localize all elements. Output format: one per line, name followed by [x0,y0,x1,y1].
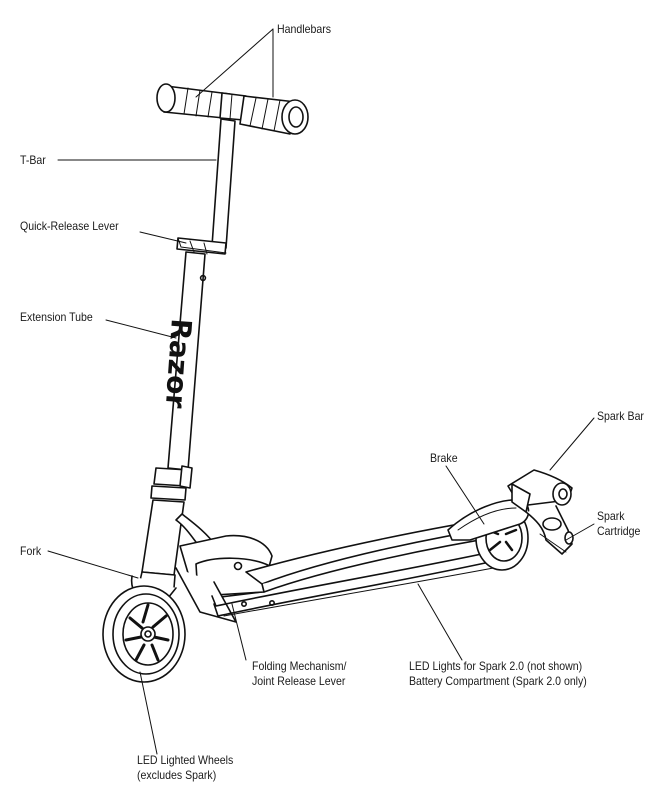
label-spark-cartridge-line1: Spark [597,509,625,523]
label-quick-release-text: Quick-Release Lever [20,219,119,233]
label-led-lights-line1: LED Lights for Spark 2.0 (not shown) [409,659,583,673]
label-extension-tube-text: Extension Tube [20,310,93,324]
t-bar-drawing [211,118,236,249]
label-brake-text: Brake [430,451,458,465]
svg-text:Razor: Razor [159,318,198,410]
label-handlebars: Handlebars [277,22,331,37]
extension-tube-drawing: Razor [159,251,207,471]
label-extension-tube: Extension Tube [20,310,93,325]
front-wheel-drawing [102,585,186,683]
label-handlebars-text: Handlebars [277,22,332,36]
leader-lines [47,28,595,755]
label-fork: Fork [20,544,41,559]
label-folding-line1: Folding Mechanism/ [252,659,347,673]
label-led-wheels-line1: LED Lighted Wheels [137,753,234,767]
label-spark-cartridge-line2: Cartridge [597,524,641,538]
label-spark-cartridge: Spark Cartridge [597,509,640,539]
label-led-lights-battery: LED Lights for Spark 2.0 (not shown) Bat… [409,659,587,689]
label-spark-bar: Spark Bar [597,409,644,424]
label-t-bar-text: T-Bar [20,153,46,167]
handlebars-drawing [156,83,309,135]
spark-bar-drawing [507,469,574,555]
label-folding-line2: Joint Release Lever [252,674,346,688]
label-fork-text: Fork [20,544,42,558]
label-led-wheels-line2: (excludes Spark) [137,768,217,782]
label-brake: Brake [430,451,458,466]
label-spark-bar-text: Spark Bar [597,409,644,423]
folding-mechanism-drawing [175,513,275,623]
label-folding-mechanism: Folding Mechanism/ Joint Release Lever [252,659,347,689]
label-led-lights-line2: Battery Compartment (Spark 2.0 only) [409,674,587,688]
label-quick-release-lever: Quick-Release Lever [20,219,119,234]
label-t-bar: T-Bar [20,153,46,168]
fork-drawing [130,465,193,637]
label-led-lighted-wheels: LED Lighted Wheels (excludes Spark) [137,753,233,783]
